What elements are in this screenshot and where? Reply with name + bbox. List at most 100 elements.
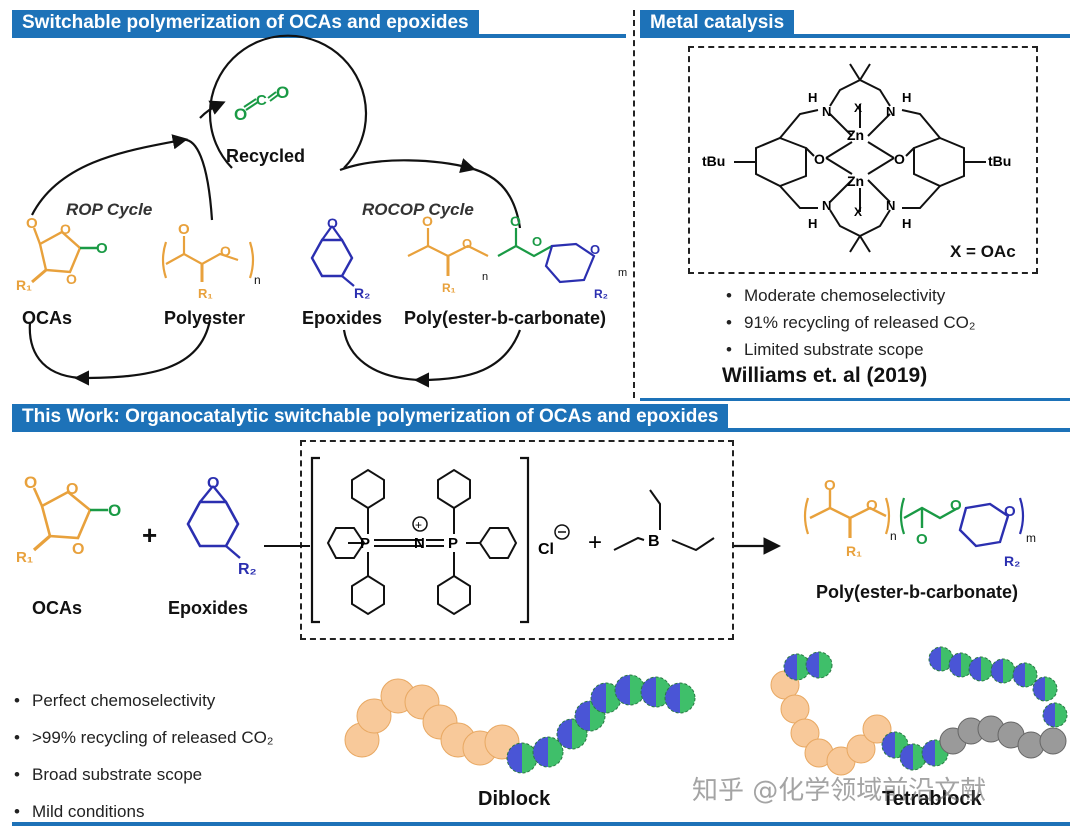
- svg-text:O: O: [950, 497, 962, 514]
- svg-text:O: O: [462, 236, 472, 251]
- svg-text:tBu: tBu: [702, 153, 725, 169]
- carbonate-bead: [664, 682, 696, 714]
- svg-text:O: O: [220, 243, 231, 259]
- svg-text:O: O: [532, 234, 542, 249]
- svg-text:P: P: [448, 535, 458, 552]
- ester-bead: [862, 714, 892, 744]
- oca-structure-bottom: O O O O R₁: [16, 473, 121, 566]
- diblock-chain: [344, 674, 696, 774]
- this-work-bullets: Perfect chemoselectivity >99% recycling …: [10, 682, 273, 830]
- metal-bullet-item: Moderate chemoselectivity: [722, 282, 975, 309]
- svg-text:O: O: [66, 481, 78, 498]
- svg-text:X: X: [854, 101, 862, 115]
- carbonate-bead: [899, 743, 927, 771]
- this-work-bullet-item: Perfect chemoselectivity: [10, 682, 273, 719]
- metal-catalysis-rule: [640, 34, 1070, 38]
- epoxides-label-bottom: Epoxides: [168, 598, 249, 618]
- watermark: 知乎 @化学领域前沿文献: [692, 776, 987, 806]
- svg-text:Zn: Zn: [847, 127, 864, 143]
- carbonate-bead: [532, 736, 564, 768]
- svg-text:O: O: [276, 83, 289, 102]
- carbonate-bead: [990, 658, 1016, 684]
- svg-text:O: O: [1004, 503, 1016, 520]
- copolymer-label-top: Poly(ester-b-carbonate): [404, 308, 607, 328]
- svg-text:O: O: [26, 215, 38, 232]
- gray-bead: [1039, 727, 1067, 755]
- svg-text:+: +: [415, 518, 422, 532]
- zn-catalyst-structure: Zn Zn X X O O N N N N H H H H tBu tBu: [702, 63, 1011, 253]
- svg-text:B: B: [648, 533, 660, 550]
- rop-cycle-label: ROP Cycle: [66, 200, 153, 219]
- gray-bead: [1017, 731, 1045, 759]
- svg-text:O: O: [327, 215, 338, 231]
- svg-text:m: m: [618, 267, 627, 279]
- svg-text:Cl: Cl: [538, 541, 554, 558]
- oca-structure: O O O O R₁: [16, 215, 108, 293]
- svg-text:Zn: Zn: [847, 173, 864, 189]
- svg-text:O: O: [510, 213, 521, 229]
- svg-text:R₁: R₁: [16, 549, 33, 566]
- ocas-label-bottom: OCAs: [32, 598, 83, 618]
- carbonate-bead: [574, 700, 606, 732]
- this-work-bullet-item: Broad substrate scope: [10, 756, 273, 793]
- svg-text:H: H: [808, 90, 817, 105]
- tetrablock-chain: [770, 646, 1068, 776]
- product-label: Poly(ester-b-carbonate): [816, 582, 1019, 602]
- svg-text:O: O: [590, 242, 600, 257]
- metal-bullet-item: Limited substrate scope: [722, 336, 975, 363]
- svg-text:O: O: [824, 477, 836, 494]
- svg-text:H: H: [902, 216, 911, 231]
- rocop-cycle-label: ROCOP Cycle: [362, 200, 474, 219]
- svg-text:tBu: tBu: [988, 153, 1011, 169]
- svg-text:C: C: [256, 92, 267, 109]
- svg-text:O: O: [108, 501, 121, 520]
- svg-text:R₁: R₁: [16, 277, 32, 293]
- epoxides-label-top: Epoxides: [302, 308, 383, 328]
- plus-sign-1: +: [142, 520, 158, 550]
- svg-text:R₂: R₂: [238, 561, 257, 578]
- svg-text:R₁: R₁: [442, 281, 456, 295]
- svg-text:O: O: [72, 541, 84, 558]
- diblock-label: Diblock: [478, 788, 551, 810]
- svg-text:N: N: [886, 104, 895, 119]
- svg-text:O: O: [178, 221, 190, 238]
- this-work-bullet-item: >99% recycling of released CO₂: [10, 719, 273, 756]
- svg-text:O: O: [24, 473, 37, 492]
- carbonate-bead: [783, 653, 811, 681]
- panel-divider: [633, 10, 635, 398]
- williams-citation: Williams et. al (2019): [722, 364, 928, 387]
- svg-text:O: O: [96, 240, 108, 257]
- tetrablock-label: Tetrablock: [882, 788, 982, 810]
- svg-text:R₁: R₁: [846, 543, 862, 559]
- svg-text:O: O: [234, 105, 247, 124]
- top-left-rule: [12, 34, 626, 38]
- svg-text:N: N: [822, 198, 831, 213]
- svg-text:N: N: [886, 198, 895, 213]
- copolymer-structure-bottom: O O R₁ n O O O R₂ m: [803, 477, 1036, 569]
- this-work-bullet-item: Mild conditions: [10, 793, 273, 830]
- svg-text:R₂: R₂: [354, 285, 370, 301]
- carbonate-bead: [614, 674, 646, 706]
- svg-text:X: X: [854, 205, 862, 219]
- svg-text:P: P: [360, 535, 370, 552]
- svg-text:R₂: R₂: [594, 287, 608, 301]
- svg-text:O: O: [422, 213, 433, 229]
- ester-bead: [356, 698, 392, 734]
- cycle-arrows: [28, 34, 522, 388]
- polyester-structure: O O R₁ n: [161, 221, 261, 301]
- epoxide-structure-bottom: O R₂: [186, 475, 257, 578]
- svg-text:+: +: [588, 529, 602, 556]
- carbonate-bead: [1042, 702, 1068, 728]
- svg-text:N: N: [822, 104, 831, 119]
- bottom-rule: [12, 822, 1070, 826]
- this-work-rule: [12, 428, 1070, 432]
- switchable-polymerization-banner: Switchable polymerization of OCAs and ep…: [12, 10, 479, 36]
- ocas-label-top: OCAs: [22, 308, 73, 328]
- epoxide-structure: O R₂: [310, 215, 370, 301]
- svg-text:O: O: [207, 475, 219, 492]
- polyester-label: Polyester: [164, 308, 246, 328]
- carbonate-bead: [968, 656, 994, 682]
- svg-text:R₂: R₂: [1004, 553, 1020, 569]
- metal-catalysis-banner: Metal catalysis: [640, 10, 795, 36]
- svg-text:O: O: [60, 221, 71, 237]
